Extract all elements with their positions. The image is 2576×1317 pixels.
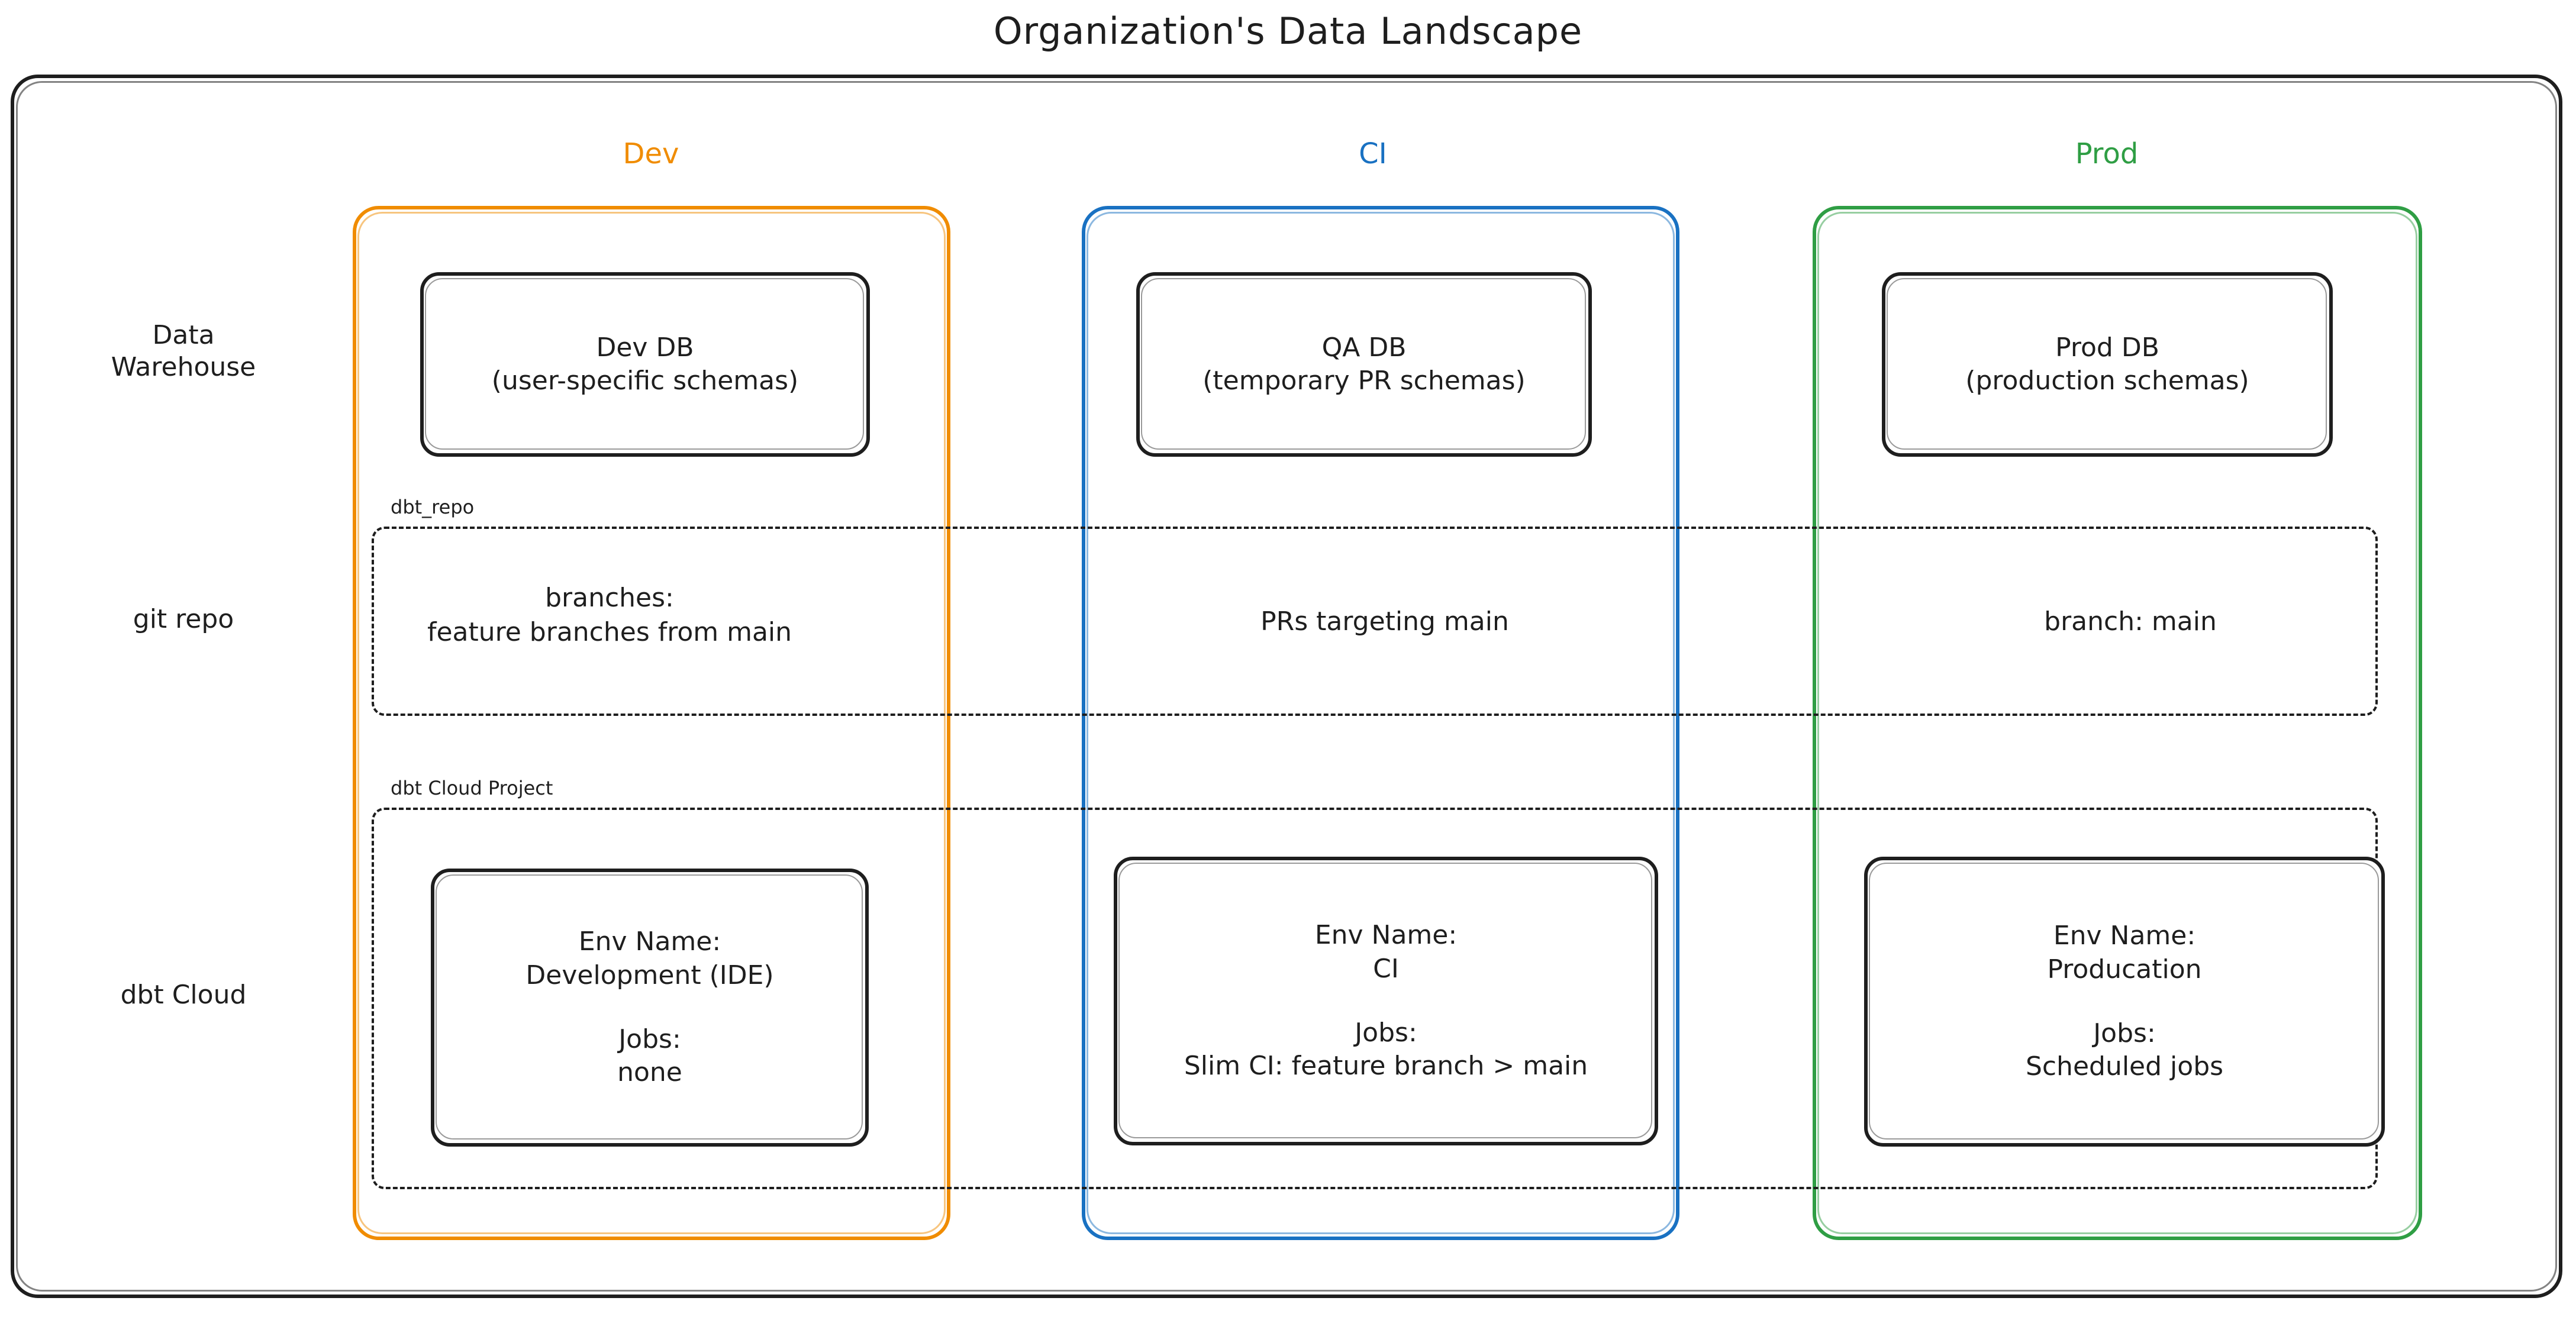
node-prod-env-value: Producation	[2047, 954, 2202, 984]
env-column-ci	[1082, 206, 1679, 1240]
git-text-prod: branch: main	[1870, 605, 2391, 639]
column-header-ci: CI	[1359, 137, 1387, 170]
node-ci-jobs-value: Slim CI: feature branch > main	[1184, 1051, 1588, 1082]
node-ci-env-label: Env Name:	[1314, 920, 1458, 951]
node-dev-jobs-value: none	[617, 1057, 682, 1088]
node-dev-db[interactable]: Dev DB (user-specific schemas)	[420, 272, 870, 457]
node-dbt-cloud-prod-env[interactable]: Env Name: Producation Jobs: Scheduled jo…	[1864, 857, 2385, 1147]
row-label-line-1: git repo	[133, 604, 234, 634]
row-label-dbt-cloud: dbt Cloud	[36, 979, 331, 1011]
node-dbt-cloud-dev-env[interactable]: Env Name: Development (IDE) Jobs: none	[431, 869, 869, 1147]
row-label-git-repo: git repo	[36, 603, 331, 635]
node-dev-db-line-1: Dev DB	[596, 332, 694, 363]
group-dbt-cloud-project: dbt Cloud Project	[372, 777, 2378, 1189]
diagram-outer-frame	[11, 75, 2562, 1298]
git-text-ci-line-1: PRs targeting main	[1260, 606, 1509, 637]
node-qa-db-line-2: (temporary PR schemas)	[1202, 366, 1526, 396]
env-column-prod	[1813, 206, 2422, 1240]
node-qa-db-line-1: QA DB	[1321, 332, 1407, 363]
node-prod-db-line-2: (production schemas)	[1965, 366, 2249, 396]
env-column-dev	[353, 206, 950, 1240]
row-label-data-warehouse: Data Warehouse	[36, 319, 331, 383]
git-text-dev-line-1: branches:	[545, 583, 674, 613]
git-text-dev: branches: feature branches from main	[385, 581, 834, 650]
page-title: Organization's Data Landscape	[993, 9, 1583, 53]
row-label-line-1: dbt Cloud	[120, 980, 247, 1010]
row-label-line-2: Warehouse	[111, 351, 256, 382]
git-text-prod-line-1: branch: main	[2044, 606, 2217, 637]
node-dbt-cloud-ci-env[interactable]: Env Name: CI Jobs: Slim CI: feature bran…	[1114, 857, 1658, 1145]
node-prod-jobs-value: Scheduled jobs	[2025, 1051, 2224, 1082]
group-dbt-repo-tag: dbt_repo	[387, 496, 478, 518]
node-ci-jobs-label: Jobs:	[1355, 1018, 1417, 1048]
git-text-dev-line-2: feature branches from main	[427, 617, 792, 648]
node-prod-db[interactable]: Prod DB (production schemas)	[1882, 272, 2333, 457]
node-ci-env-value: CI	[1373, 953, 1399, 984]
node-qa-db[interactable]: QA DB (temporary PR schemas)	[1136, 272, 1592, 457]
node-dev-env-value: Development (IDE)	[525, 960, 774, 990]
group-dbt-cloud-project-tag: dbt Cloud Project	[387, 777, 557, 799]
git-text-ci: PRs targeting main	[1113, 605, 1657, 639]
column-header-prod: Prod	[2075, 137, 2139, 170]
node-prod-env-label: Env Name:	[2053, 921, 2196, 951]
node-dev-db-line-2: (user-specific schemas)	[491, 366, 799, 396]
row-label-line-1: Data	[152, 320, 215, 350]
node-prod-jobs-label: Jobs:	[2093, 1018, 2156, 1048]
node-dev-jobs-label: Jobs:	[618, 1024, 681, 1054]
node-prod-db-line-1: Prod DB	[2055, 332, 2159, 363]
column-header-dev: Dev	[623, 137, 679, 170]
group-dbt-repo: dbt_repo	[372, 496, 2378, 716]
node-dev-env-label: Env Name:	[578, 927, 721, 957]
